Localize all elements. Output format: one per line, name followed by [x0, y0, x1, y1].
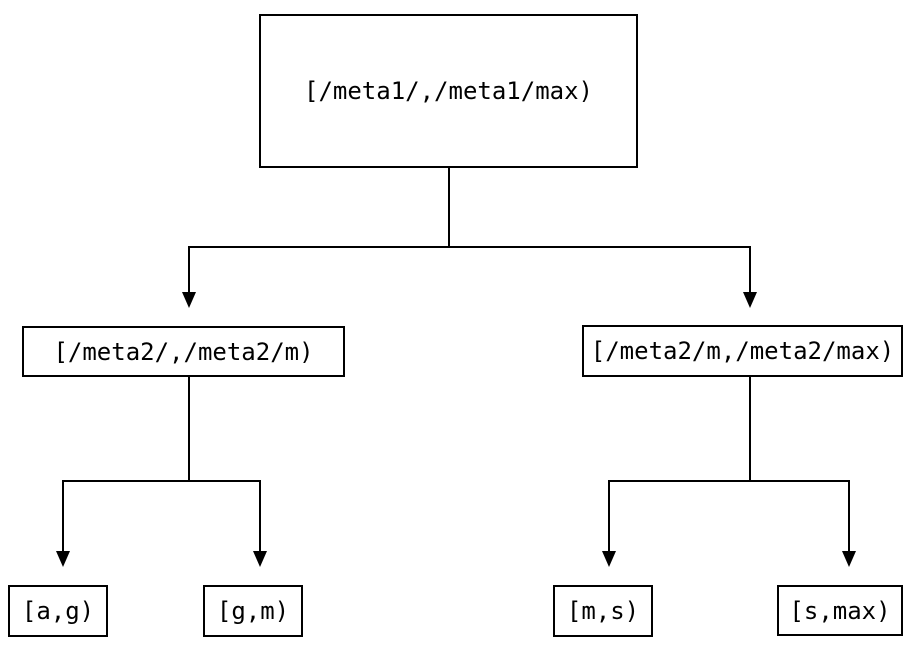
node-label: [s,max) — [789, 596, 891, 625]
arrowhead-down-icon — [182, 292, 196, 308]
node-leaf-gm-interval: [g,m) — [203, 585, 303, 637]
node-leaf-ag-interval: [a,g) — [8, 585, 108, 637]
node-leaf-smax-interval: [s,max) — [777, 585, 903, 636]
node-mid-left-interval: [/meta2/,/meta2/m) — [22, 326, 345, 377]
node-mid-right-interval: [/meta2/m,/meta2/max) — [582, 325, 903, 377]
node-label: [/meta2/,/meta2/m) — [53, 337, 314, 366]
arrowhead-down-icon — [56, 551, 70, 567]
node-label: [a,g) — [21, 597, 95, 625]
node-leaf-ms-interval: [m,s) — [553, 585, 653, 637]
node-label: [/meta1/,/meta1/max) — [304, 77, 593, 105]
arrowhead-down-icon — [842, 551, 856, 567]
arrowhead-down-icon — [253, 551, 267, 567]
node-root-interval: [/meta1/,/meta1/max) — [259, 14, 638, 168]
arrowhead-down-icon — [743, 292, 757, 308]
node-label: [/meta2/m,/meta2/max) — [590, 337, 895, 365]
arrowhead-down-icon — [602, 551, 616, 567]
node-label: [g,m) — [216, 597, 290, 625]
node-label: [m,s) — [566, 597, 640, 625]
